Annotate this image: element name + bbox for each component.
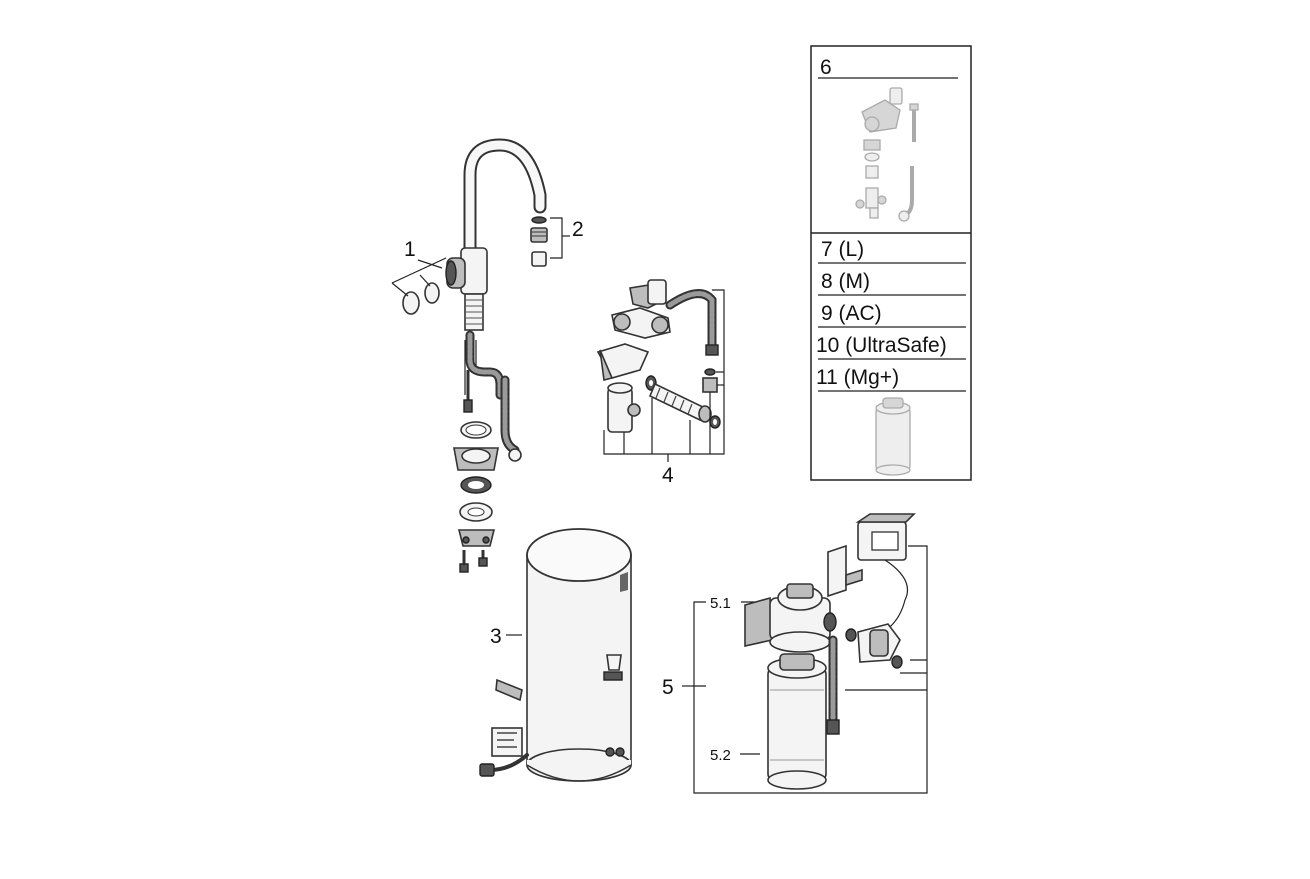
filter-option-mg: 11 (Mg+) [816, 366, 899, 389]
accessory-options-box [810, 45, 972, 481]
label-valve-kit: 4 [662, 464, 674, 487]
filter-option-m: 8 (M) [821, 270, 870, 293]
filter-option-ultrasafe: 10 (UltraSafe) [816, 334, 947, 357]
valve-kit-drawing [596, 279, 725, 462]
aerator-drawing [530, 216, 570, 267]
faucet-drawing [391, 138, 547, 573]
label-boiler: 3 [490, 625, 502, 648]
boiler-drawing [479, 528, 632, 782]
label-filter-head: 5.1 [710, 595, 731, 612]
label-aerator: 2 [572, 218, 584, 241]
filter-option-l: 7 (L) [821, 238, 864, 261]
filter-option-ac: 9 (AC) [821, 302, 882, 325]
filter-set-drawing [682, 513, 928, 794]
label-faucet: 1 [404, 238, 416, 261]
label-alt-valve-kit: 6 [820, 56, 832, 79]
label-filter-set: 5 [662, 676, 674, 699]
label-filter-cartridge: 5.2 [710, 747, 731, 764]
